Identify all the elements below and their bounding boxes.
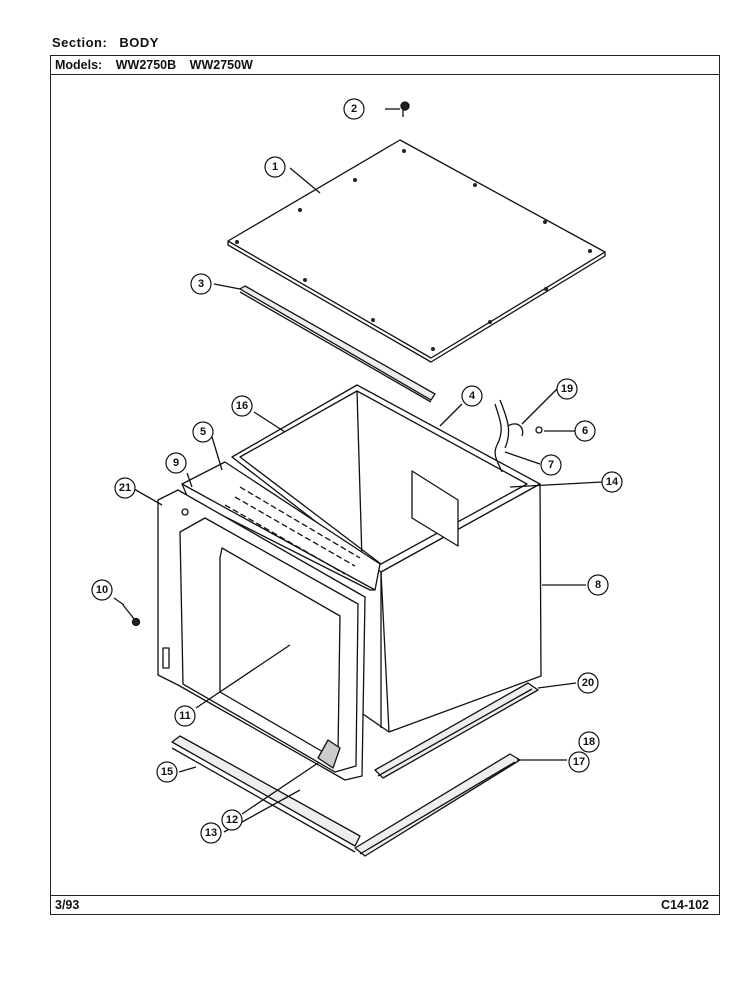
callout-10: [91, 579, 113, 601]
callout-8: [587, 574, 609, 596]
callout-label-13: 13: [205, 827, 217, 839]
callout-label-12: 12: [226, 814, 238, 826]
models-label: Models:: [55, 58, 103, 72]
callout-label-1: 1: [272, 161, 278, 173]
callout-label-7: 7: [548, 459, 554, 471]
callout-label-15: 15: [161, 766, 173, 778]
callout-label-6: 6: [582, 425, 588, 437]
callout-19: [556, 378, 578, 400]
top-panel-part-1: [227, 139, 606, 363]
callout-15: [156, 761, 178, 783]
channel-part-3: [239, 285, 436, 403]
callout-13: [200, 822, 222, 844]
callout-label-17: 17: [573, 756, 585, 768]
callout-label-2: 2: [351, 103, 357, 115]
callout-label-16: 16: [236, 400, 248, 412]
front-frame-part-9: [157, 489, 366, 781]
callout-20: [577, 672, 599, 694]
callout-1: [264, 156, 286, 178]
section-value: BODY: [119, 35, 159, 50]
footer-code: C14-102: [661, 898, 709, 912]
section-line: Section: BODY: [52, 35, 167, 50]
bottom-rail-part-20: [374, 682, 539, 779]
models-row: Models: WW2750B WW2750W: [51, 56, 719, 75]
callout-7: [540, 454, 562, 476]
screw-part-2: [385, 101, 410, 117]
callout-label-19: 19: [561, 383, 573, 395]
callout-2: [343, 98, 365, 120]
callout-label-11: 11: [179, 710, 191, 722]
callout-label-10: 10: [96, 584, 108, 596]
callout-label-18: 18: [583, 736, 595, 748]
callout-6: [574, 420, 596, 442]
callout-5: [192, 421, 214, 443]
vent-panel-part-5: [181, 461, 381, 591]
callout-11: [174, 705, 196, 727]
model-number-2: WW2750W: [189, 58, 253, 72]
footer-date: 3/93: [55, 898, 80, 912]
callout-12: [221, 809, 243, 831]
footer-row: 3/93 C14-102: [51, 895, 719, 914]
callout-21: [114, 477, 136, 499]
bracket-part-12: [317, 739, 341, 769]
callout-label-8: 8: [595, 579, 601, 591]
callout-label-21: 21: [119, 482, 131, 494]
wire-harness-part-19: [494, 399, 543, 473]
callout-3: [190, 273, 212, 295]
section-label: Section:: [52, 35, 108, 50]
callout-label-9: 9: [173, 457, 179, 469]
callout-label-5: 5: [200, 426, 206, 438]
screw-part-10: [122, 604, 141, 627]
callout-label-14: 14: [606, 476, 619, 488]
callout-18: [578, 731, 600, 753]
callout-9: [165, 452, 187, 474]
callout-14: [601, 471, 623, 493]
callout-16: [231, 395, 253, 417]
side-panel-part-8: [359, 470, 542, 733]
callout-label-3: 3: [198, 278, 204, 290]
callout-4: [461, 385, 483, 407]
callout-17: [568, 751, 590, 773]
leader-lines: [113, 167, 603, 833]
diagram-frame: Models: WW2750B WW2750W 3/93 C14-102: [50, 55, 720, 915]
callout-label-4: 4: [469, 390, 476, 402]
callout-label-20: 20: [582, 677, 594, 689]
model-number-1: WW2750B: [115, 58, 177, 72]
